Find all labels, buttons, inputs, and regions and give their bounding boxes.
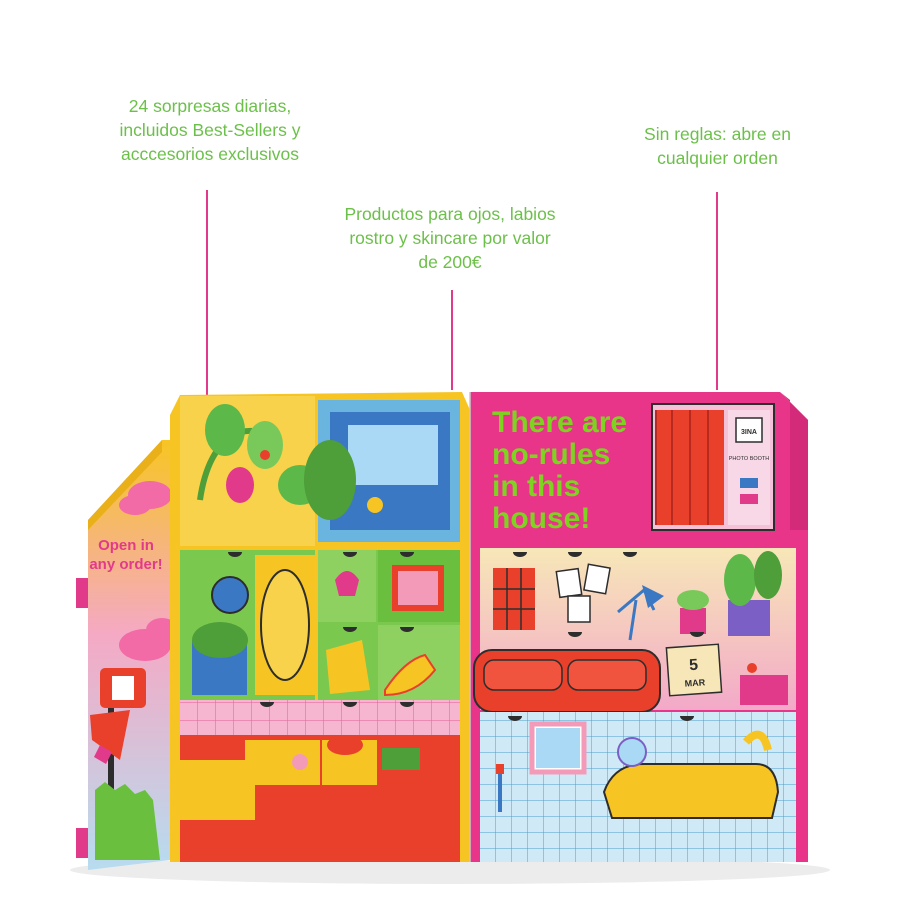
- callout-line: 24 sorpresas diarias,: [128, 96, 292, 116]
- callout-line: de 200€: [418, 252, 482, 272]
- flap-text-line-2: any order!: [89, 556, 162, 573]
- callout-no-rules: Sin reglas: abre en cualquier orden: [600, 122, 835, 170]
- leader-line: [206, 190, 208, 398]
- callout-line: incluidos Best-Sellers y: [119, 120, 301, 140]
- callout-line: Sin reglas: abre en: [644, 124, 791, 144]
- callout-line: rostro y skincare por valor: [349, 228, 551, 248]
- leader-line: [451, 290, 453, 390]
- photo-booth-label: PHOTO BOOTH: [729, 456, 770, 462]
- right-house: There are no-rules in this house! 3INA P…: [470, 392, 808, 862]
- headline-line-3: in this: [492, 470, 580, 503]
- left-side-flap: Open in any order!: [76, 440, 178, 870]
- callout-daily-surprises: 24 sorpresas diarias, incluidos Best-Sel…: [95, 94, 325, 166]
- headline-line-4: house!: [492, 502, 590, 535]
- calendar-day: 5: [689, 657, 699, 675]
- headline-line-2: no-rules: [492, 438, 610, 471]
- photo-booth-illustration: 3INA PHOTO BOOTH: [651, 403, 775, 531]
- left-house: [170, 392, 470, 862]
- calendar-month: MAR: [684, 677, 706, 688]
- flap-text-line-1: Open in: [98, 537, 154, 554]
- calendar-sticker: 5 MAR: [665, 643, 723, 697]
- booth-logo-text: 3INA: [741, 429, 757, 436]
- callout-line: acccesorios exclusivos: [121, 144, 299, 164]
- callout-products-value: Productos para ojos, labios rostro y ski…: [305, 202, 595, 274]
- callout-line: Productos para ojos, labios: [344, 204, 556, 224]
- leader-line: [716, 192, 718, 390]
- headline-line-1: There are: [492, 406, 627, 439]
- callout-line: cualquier orden: [657, 148, 778, 168]
